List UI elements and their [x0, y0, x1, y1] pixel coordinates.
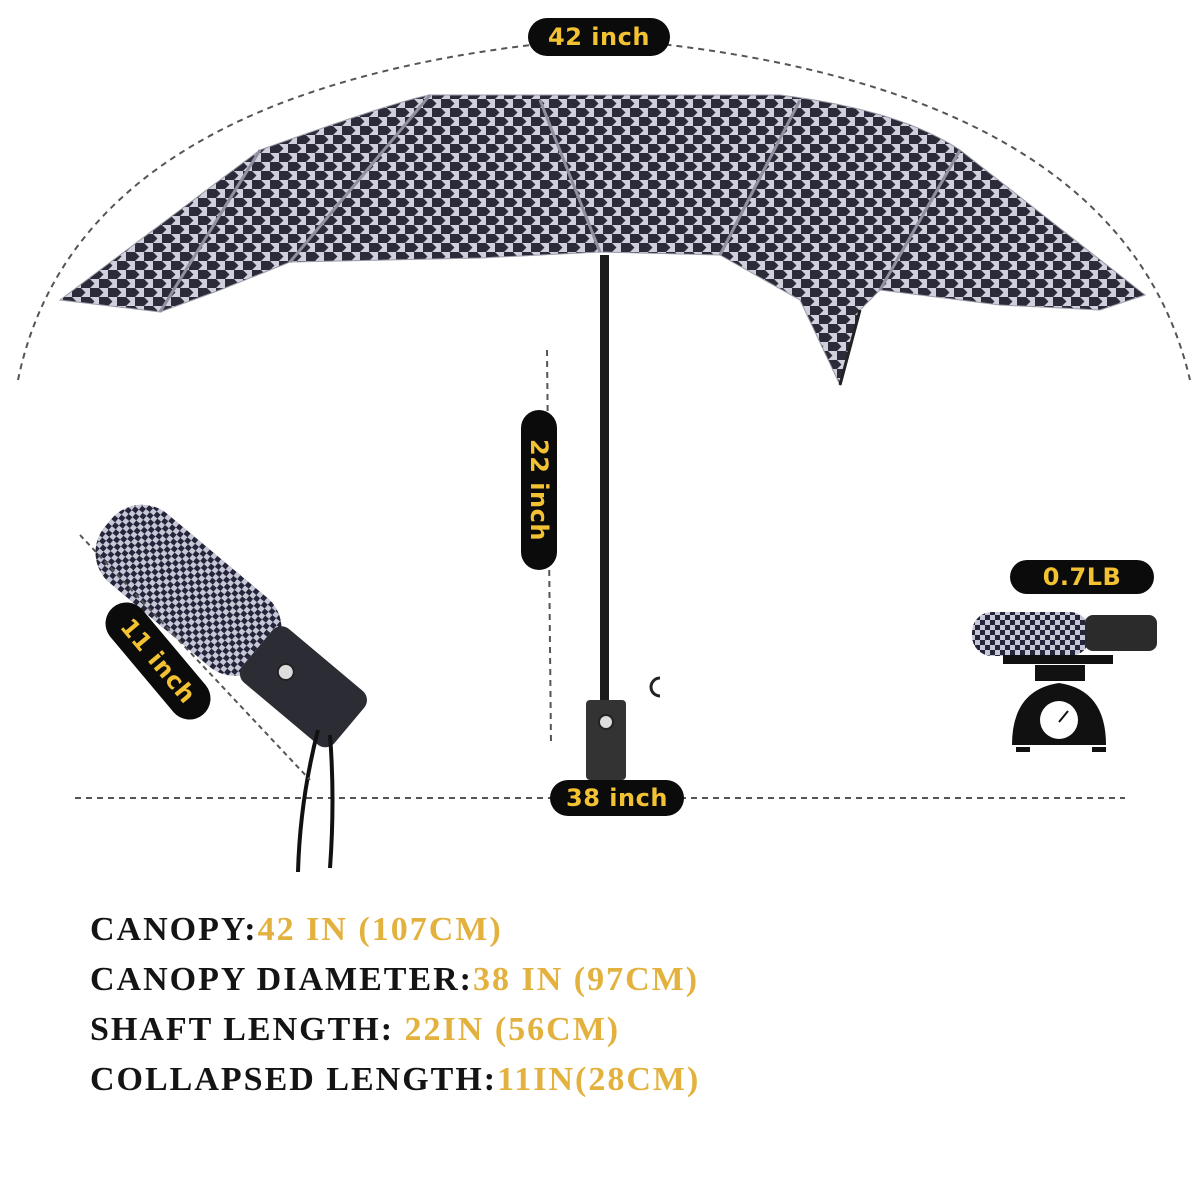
collapsed-umbrella — [95, 504, 367, 748]
spec-row-shaft-length: SHAFT LENGTH: 22IN (56CM) — [90, 1005, 700, 1055]
spec-row-canopy-diameter: CANOPY DIAMETER:38 IN (97CM) — [90, 955, 700, 1005]
spec-label: COLLAPSED LENGTH: — [90, 1061, 498, 1098]
spec-value: 11IN(28CM) — [497, 1061, 701, 1098]
handle — [586, 700, 626, 780]
spec-label: CANOPY DIAMETER: — [90, 961, 474, 998]
spec-value: 42 IN (107CM) — [257, 911, 503, 948]
spec-label: SHAFT LENGTH: — [90, 1011, 405, 1048]
spec-value: 22IN (56CM) — [404, 1011, 621, 1048]
specs-list: CANOPY:42 IN (107CM) CANOPY DIAMETER:38 … — [90, 905, 700, 1105]
shaft — [600, 255, 609, 705]
shaft-length-label: 22 inch — [521, 410, 557, 570]
diameter-label: 38 inch — [550, 780, 684, 816]
weight-label: 0.7LB — [1010, 560, 1154, 594]
open-canopy — [58, 94, 1147, 387]
spec-label: CANOPY: — [90, 911, 258, 948]
spec-row-collapsed-length: COLLAPSED LENGTH:11IN(28CM) — [90, 1055, 700, 1105]
spec-value: 38 IN (97CM) — [473, 961, 700, 998]
canopy-arc-label: 42 inch — [528, 18, 670, 56]
shaft-length-text: 22 inch — [525, 439, 554, 541]
collapsed-dimension-line — [79, 534, 311, 781]
spec-row-canopy: CANOPY:42 IN (107CM) — [90, 905, 700, 955]
weight-scale — [972, 612, 1157, 752]
